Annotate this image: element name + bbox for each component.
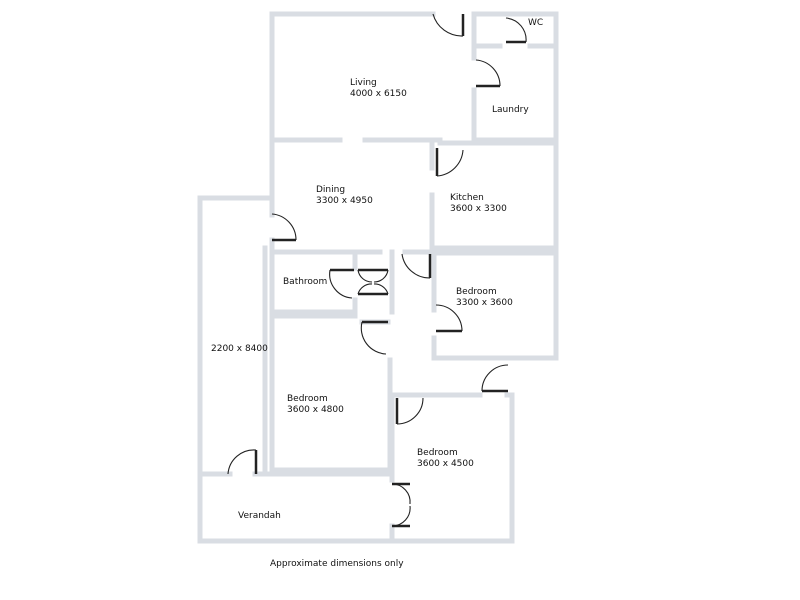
door-living-entry xyxy=(432,13,465,37)
room-name-bedroom-right: Bedroom xyxy=(456,287,497,297)
kitchen-walls xyxy=(429,140,559,255)
room-label-laundry: Laundry xyxy=(492,105,529,116)
room-name-bathroom: Bathroom xyxy=(283,277,328,287)
room-name-dining: Dining xyxy=(316,185,346,195)
bedroom-bottom-walls xyxy=(389,392,515,544)
bedroom-left-walls xyxy=(269,309,393,473)
door-bedroom-left xyxy=(360,320,388,355)
room-name-laundry: Laundry xyxy=(492,105,529,115)
room-label-bathroom: Bathroom xyxy=(283,277,327,288)
door-kitchen xyxy=(435,148,464,177)
footnote: Approximate dimensions only xyxy=(270,559,404,569)
wc-laundry-walls xyxy=(471,11,559,143)
room-dims-dining: 3300 x 4950 xyxy=(316,196,373,206)
room-label-living: Living 4000 x 6150 xyxy=(350,78,407,100)
walls xyxy=(197,11,559,544)
room-label-dining: Dining 3300 x 4950 xyxy=(316,185,373,207)
door-linen-cupboard xyxy=(357,268,389,296)
room-dims-bedroom-bottom: 3600 x 4500 xyxy=(417,459,474,469)
living-walls xyxy=(269,11,559,143)
verandah-walls xyxy=(197,471,395,544)
room-dims-living: 4000 x 6150 xyxy=(350,89,407,99)
room-label-bedroom-bottom: Bedroom 3600 x 4500 xyxy=(417,448,474,470)
room-name-bedroom-left: Bedroom xyxy=(287,394,328,404)
room-name-wc: WC xyxy=(528,18,544,28)
room-label-bedroom-left: Bedroom 3600 x 4800 xyxy=(287,394,344,416)
room-name-verandah: Verandah xyxy=(238,511,281,521)
door-bedroom-bottom xyxy=(395,397,424,425)
room-dims-kitchen: 3600 x 3300 xyxy=(450,204,507,214)
room-name-bedroom-bottom: Bedroom xyxy=(417,448,458,458)
room-label-verandah: Verandah xyxy=(238,511,281,522)
room-name-kitchen: Kitchen xyxy=(450,193,484,203)
doors xyxy=(227,13,527,528)
room-label-bedroom-right: Bedroom 3300 x 3600 xyxy=(456,287,513,309)
room-dims-bedroom-left: 3600 x 4800 xyxy=(287,405,344,415)
door-dining xyxy=(271,213,297,242)
room-label-wc: WC xyxy=(528,18,543,29)
room-dims-side-area: 2200 x 8400 xyxy=(211,344,268,354)
side-area-walls xyxy=(197,195,273,477)
door-bedroom-right xyxy=(435,304,463,333)
door-hall xyxy=(401,253,432,279)
room-dims-bedroom-right: 3300 x 3600 xyxy=(456,298,513,308)
room-label-kitchen: Kitchen 3600 x 3300 xyxy=(450,193,507,215)
room-name-living: Living xyxy=(350,78,377,88)
door-verandah-entry xyxy=(227,449,258,475)
door-bathroom xyxy=(329,268,354,299)
bedroom-right-walls xyxy=(431,250,559,361)
room-label-side-area: 2200 x 8400 xyxy=(211,344,268,355)
door-wc xyxy=(505,17,527,44)
door-bedroom-bottom-top xyxy=(481,364,509,393)
door-bedroom-verandah-double xyxy=(391,482,411,528)
door-laundry xyxy=(475,59,501,88)
